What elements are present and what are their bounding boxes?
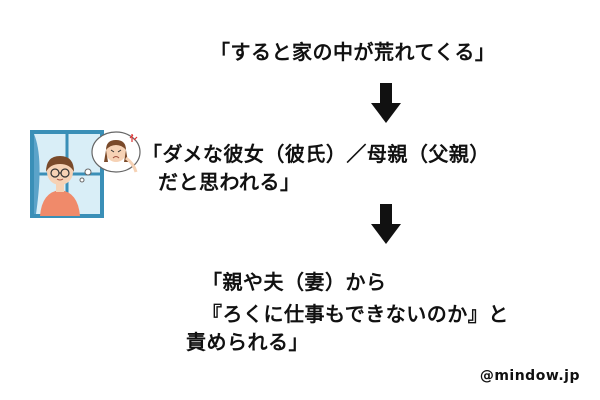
flow-step-1-text: 「すると家の中が荒れてくる」	[210, 40, 496, 64]
down-arrow-icon	[371, 83, 401, 123]
flow-step-3-line-2: 『ろくに仕事もできないのか』と	[202, 302, 509, 326]
flow-step-3-line-3: 責められる」	[186, 330, 309, 354]
flow-step-2-line-1: 「ダメな彼女（彼氏）／母親（父親）	[142, 142, 490, 166]
flow-step-3-line-1: 「親や夫（妻）から	[202, 270, 387, 294]
woman-at-window-illustration-icon	[30, 130, 141, 218]
down-arrow-icon	[371, 204, 401, 244]
watermark-text: @mindow.jp	[479, 368, 580, 384]
flow-step-2-line-2: だと思われる」	[158, 170, 301, 194]
